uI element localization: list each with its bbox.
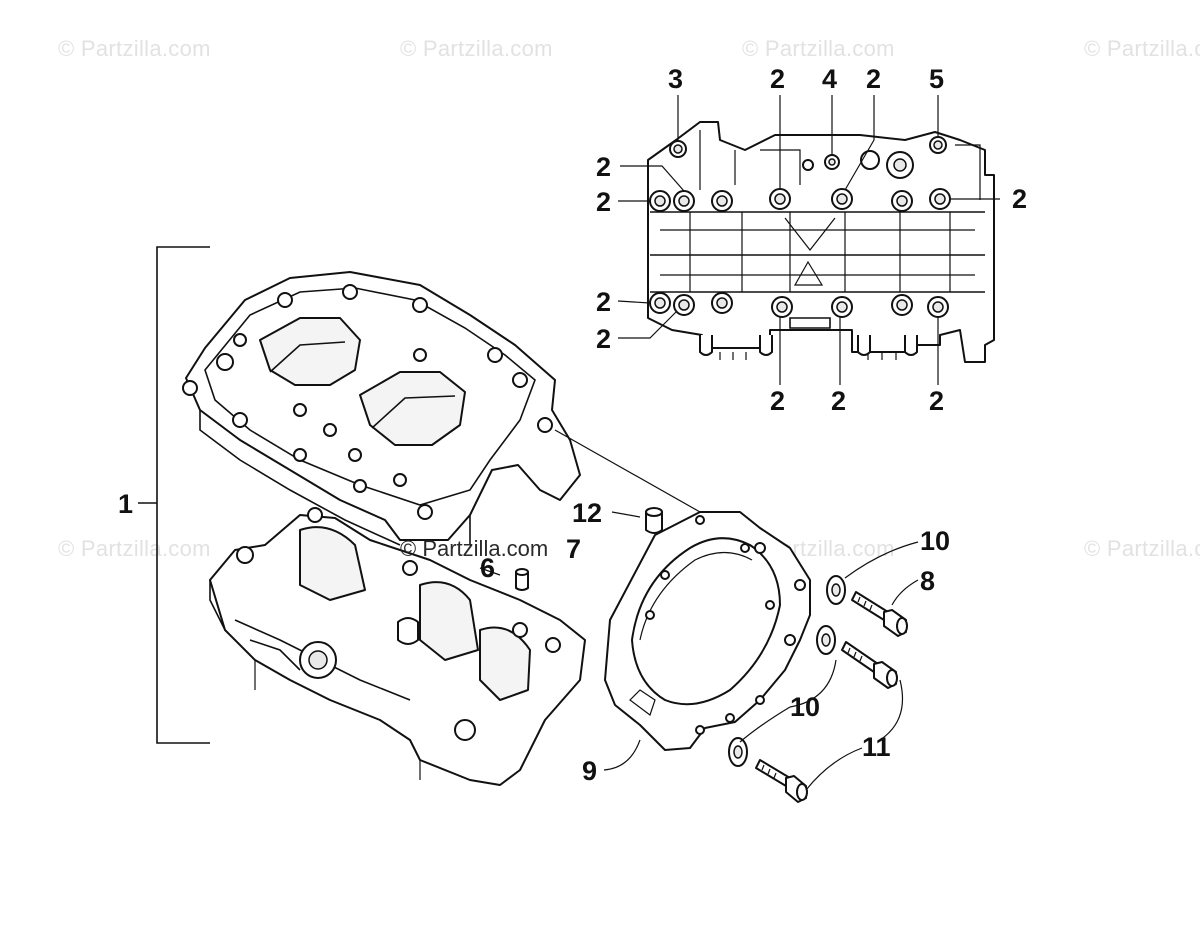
watermark-top-3: © Partzilla.com: [742, 36, 895, 61]
flange-housing: [604, 511, 811, 751]
crankcase-bottom-view: [647, 121, 995, 363]
assembly-bracket: [138, 246, 210, 744]
bolt-11-lower: [755, 759, 808, 803]
dowel-pin-12: [645, 507, 663, 534]
callout-labels: 1 3 2 4 2 5 2 2 2 2 2 2 2 2 12 7 6 10 8 …: [118, 64, 1027, 786]
watermark-top-1: © Partzilla.com: [58, 36, 211, 61]
callout-1: 1: [118, 489, 133, 519]
callout-10-upper: 10: [920, 526, 950, 556]
callout-2-left-b: 2: [596, 187, 611, 217]
callout-2-left-c: 2: [596, 287, 611, 317]
callout-2-bottom-b: 2: [831, 386, 846, 416]
callout-11: 11: [862, 732, 891, 762]
watermark-mid-4: © Partzilla.com: [1084, 536, 1200, 561]
callout-6: 6: [480, 553, 495, 583]
leader-lines-lower: [479, 511, 919, 791]
callout-12: 12: [572, 498, 602, 528]
callout-2-right: 2: [1012, 184, 1027, 214]
callout-3: 3: [668, 64, 683, 94]
leader-lines-upper: [617, 95, 1000, 385]
callout-2-left-d: 2: [596, 324, 611, 354]
watermark-top-2: © Partzilla.com: [400, 36, 553, 61]
washer-10-upper: [826, 575, 846, 605]
callout-8: 8: [920, 566, 935, 596]
callout-10-lower: 10: [790, 692, 820, 722]
dowel-pin-7: [515, 568, 529, 591]
callout-2-top-a: 2: [770, 64, 785, 94]
washer-10-lower: [728, 737, 748, 767]
callout-2-bottom-c: 2: [929, 386, 944, 416]
callout-5: 5: [929, 64, 944, 94]
watermark-mid-1: © Partzilla.com: [58, 536, 211, 561]
callout-7: 7: [566, 534, 581, 564]
lower-crankcase-half: [209, 507, 586, 786]
callout-2-left-a: 2: [596, 152, 611, 182]
watermark-center: © Partzilla.com: [400, 536, 549, 561]
callout-9: 9: [582, 756, 597, 786]
callout-4: 4: [822, 64, 837, 94]
watermark-top-4: © Partzilla.com: [1084, 36, 1200, 61]
bolt-11-upper: [841, 641, 898, 689]
bolt-8: [851, 591, 908, 637]
upper-crankcase-half: [182, 271, 701, 546]
washer-10-mid: [816, 625, 836, 655]
callout-2-bottom-a: 2: [770, 386, 785, 416]
callout-2-top-b: 2: [866, 64, 881, 94]
